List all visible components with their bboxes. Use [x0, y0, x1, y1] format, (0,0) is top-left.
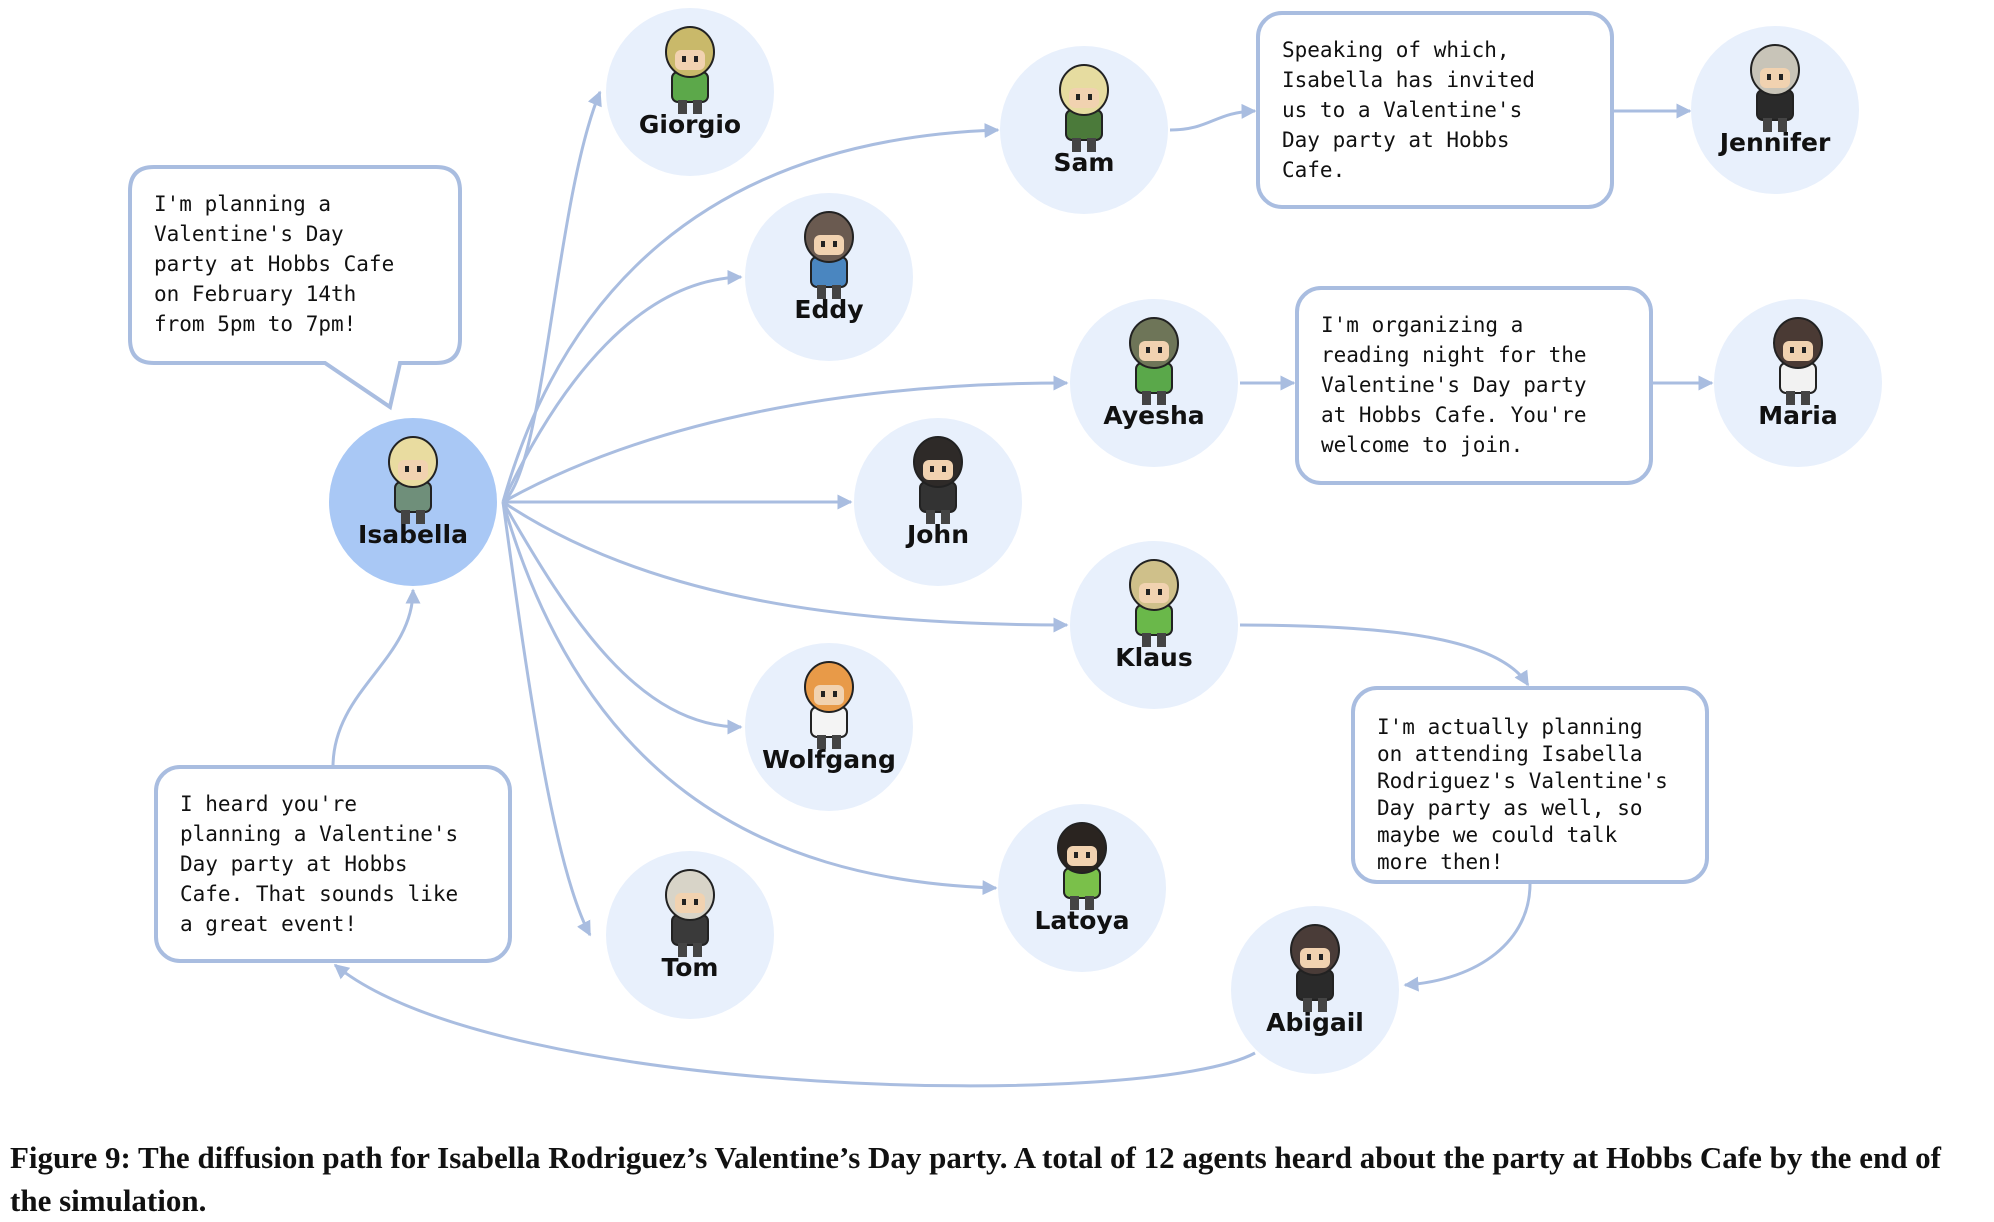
avatar-sprite-icon: [1750, 44, 1800, 132]
agent-node-latoya[interactable]: Latoya: [998, 804, 1166, 972]
speech-bubble-sam-says: Speaking of which, Isabella has invited us…: [1256, 11, 1614, 209]
avatar-sprite-icon: [1290, 924, 1340, 1012]
edge-klaus-bubble: [1239, 623, 1530, 687]
avatar-sprite-icon: [1059, 64, 1109, 152]
agent-name: Tom: [662, 953, 719, 982]
edge-isabella-tom: [501, 501, 592, 937]
avatar-sprite-icon: [1773, 317, 1823, 405]
agent-node-john[interactable]: John: [854, 418, 1022, 586]
bubble-shape: [1295, 286, 1653, 485]
bubble-line: Cafe.: [1282, 158, 1345, 182]
bubble-line: on February 14th: [154, 282, 356, 306]
agent-node-isabella[interactable]: Isabella: [329, 418, 497, 586]
bubble-shape: [154, 765, 512, 963]
edge-isabella-latoya: [501, 501, 998, 896]
agent-name: Giorgio: [639, 110, 741, 139]
bubble-line: us to a Valentine's: [1282, 98, 1522, 122]
agent-name: Ayesha: [1103, 401, 1204, 430]
avatar-sprite-icon: [804, 211, 854, 299]
speech-bubble-abigail-says: I heard you're planning a Valentine'sDay …: [154, 765, 512, 963]
agent-name: Abigail: [1266, 1008, 1364, 1037]
edge-bubble-abigail: [1403, 883, 1532, 992]
bubble-line: from 5pm to 7pm!: [154, 312, 356, 336]
bubble-line: I'm planning a: [154, 192, 331, 216]
bubble-line: at Hobbs Cafe. You're: [1321, 403, 1587, 427]
agent-node-jennifer[interactable]: Jennifer: [1691, 26, 1859, 194]
edge-isabella-giorgio: [502, 90, 602, 504]
bubble-line: Day party as well, so: [1377, 796, 1643, 820]
agent-name: Klaus: [1115, 643, 1193, 672]
agent-node-giorgio[interactable]: Giorgio: [606, 8, 774, 176]
agent-node-sam[interactable]: Sam: [1000, 46, 1168, 214]
agent-node-abigail[interactable]: Abigail: [1231, 906, 1399, 1074]
edge-isabella-eddy: [501, 269, 743, 503]
bubble-line: Isabella has invited: [1282, 68, 1535, 92]
agent-name: Sam: [1054, 148, 1115, 177]
bubble-line: Cafe. That sounds like: [180, 882, 458, 906]
avatar-sprite-icon: [665, 869, 715, 957]
agent-name: Latoya: [1034, 906, 1129, 935]
speech-bubble-klaus-says: I'm actually planning on attending Isabel…: [1351, 686, 1709, 884]
speech-bubbles: I'm planning a Valentine's Day party at Ho…: [128, 11, 1709, 963]
agent-name: Isabella: [358, 520, 468, 549]
avatar-sprite-icon: [1129, 317, 1179, 405]
edge-isabella-wolfgang: [501, 501, 743, 735]
speech-bubble-isabella-says: I'm planning a Valentine's Day party at Ho…: [128, 165, 462, 411]
agent-name: Eddy: [794, 295, 863, 324]
agent-name: Maria: [1758, 401, 1838, 430]
agent-name: John: [905, 520, 969, 549]
bubble-line: I'm organizing a: [1321, 313, 1523, 337]
avatar-sprite-icon: [913, 436, 963, 524]
agent-node-tom[interactable]: Tom: [606, 851, 774, 1019]
avatar-sprite-icon: [804, 661, 854, 749]
bubble-line: party at Hobbs Cafe: [154, 252, 394, 276]
bubble-line: I heard you're: [180, 792, 357, 816]
avatar-sprite-icon: [1057, 822, 1107, 910]
bubble-line: Day party at Hobbs: [180, 852, 408, 876]
bubble-line: reading night for the: [1321, 343, 1587, 367]
edge-bubble-isabella: [331, 588, 421, 768]
speech-bubble-ayesha-says: I'm organizing a reading night for theVal…: [1295, 286, 1653, 485]
bubble-line: Valentine's Day: [154, 222, 344, 246]
agent-node-eddy[interactable]: Eddy: [745, 193, 913, 361]
bubble-line: Speaking of which,: [1282, 38, 1510, 62]
edge-sam-bubble: [1169, 103, 1257, 132]
avatar-sprite-icon: [1129, 559, 1179, 647]
agent-node-maria[interactable]: Maria: [1714, 299, 1882, 467]
bubble-line: maybe we could talk: [1377, 823, 1618, 847]
agent-node-klaus[interactable]: Klaus: [1070, 541, 1238, 709]
bubble-line: Day party at Hobbs: [1282, 128, 1510, 152]
edge-isabella-sam: [501, 122, 1000, 503]
bubble-line: more then!: [1377, 850, 1503, 874]
agent-name: Jennifer: [1718, 128, 1831, 157]
bubble-line: Valentine's Day party: [1321, 373, 1587, 397]
agent-node-wolfgang[interactable]: Wolfgang: [745, 643, 913, 811]
avatar-sprite-icon: [388, 436, 438, 524]
edge-isabella-klaus: [502, 500, 1069, 633]
bubble-line: planning a Valentine's: [180, 822, 458, 846]
bubble-shape: [1351, 686, 1709, 884]
bubble-line: on attending Isabella: [1377, 742, 1643, 766]
figure-caption: Figure 9: The diffusion path for Isabell…: [10, 1140, 1942, 1218]
bubble-line: a great event!: [180, 912, 357, 936]
bubble-shape: [1256, 11, 1614, 209]
edge-abigail-bubble: [333, 963, 1256, 1088]
edges: [331, 90, 1714, 1088]
agent-name: Wolfgang: [762, 745, 896, 774]
bubble-shape: [128, 165, 462, 411]
bubble-line: Rodriguez's Valentine's: [1377, 769, 1668, 793]
edge-isabella-ayesha: [502, 375, 1069, 504]
bubble-line: I'm actually planning: [1377, 715, 1643, 739]
bubble-line: welcome to join.: [1321, 433, 1523, 457]
avatar-sprite-icon: [665, 26, 715, 114]
agent-node-ayesha[interactable]: Ayesha: [1070, 299, 1238, 467]
